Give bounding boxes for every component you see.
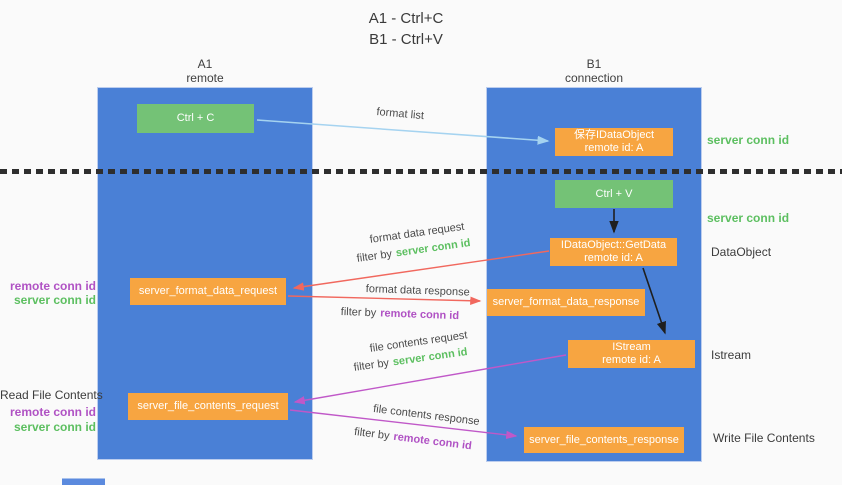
node-ctrl-v: Ctrl + V: [555, 180, 673, 208]
title-line-2: B1 - Ctrl+V: [369, 31, 443, 48]
node-istream-line2: remote id: A: [602, 354, 661, 366]
label-remote-conn-id-left-1: remote conn id: [9, 279, 96, 293]
label-server-conn-id-right-2: server conn id: [707, 211, 790, 225]
lane-b1-id: B1: [586, 57, 602, 71]
filter-by-text-1: filter by: [356, 248, 393, 265]
lane-header-b1: B1 connection: [544, 57, 644, 85]
node-server-file-contents-response: server_file_contents_response: [524, 427, 684, 453]
node-ctrl-c-label: Ctrl + C: [176, 112, 215, 124]
lane-a1-name: remote: [186, 71, 224, 85]
lane-a1-id: A1: [197, 57, 213, 71]
node-save-dataobject-line2: remote id: A: [584, 142, 644, 154]
filter-by-text-2: filter by: [340, 306, 377, 320]
node-server-format-data-request: server_format_data_request: [130, 278, 286, 305]
filter-remote-conn-id-2: remote conn id: [392, 430, 473, 453]
diagram-title: A1 - Ctrl+C B1 - Ctrl+V: [256, 8, 556, 50]
node-file-request-label: server_file_contents_request: [137, 400, 279, 412]
phase-separator-dotted-line: [0, 169, 842, 174]
edge-label-file-contents-response: file contents response: [372, 403, 481, 428]
label-server-conn-id-left-1: server conn id: [13, 293, 96, 307]
node-idataobject-getdata: IDataObject::GetData remote id: A: [550, 238, 677, 266]
label-remote-conn-id-left-2: remote conn id: [9, 405, 96, 419]
edge-label-format-list: format list: [375, 106, 425, 123]
node-istream: IStream remote id: A: [568, 340, 695, 368]
lane-header-a1: A1 remote: [155, 57, 255, 85]
label-dataobject: DataObject: [711, 245, 772, 259]
node-file-response-label: server_file_contents_response: [529, 433, 679, 446]
node-save-dataobject-line1: 保存IDataObject: [573, 129, 655, 141]
filter-by-text-4: filter by: [353, 426, 391, 443]
node-ctrl-v-label: Ctrl + V: [595, 187, 633, 200]
node-ctrl-c: Ctrl + C: [137, 104, 254, 133]
node-server-file-contents-request: server_file_contents_request: [128, 393, 288, 420]
label-server-conn-id-right-1: server conn id: [707, 133, 790, 147]
node-format-response-label: server_format_data_response: [492, 296, 640, 308]
lane-b1-name: connection: [564, 71, 624, 85]
label-server-conn-id-left-2: server conn id: [13, 420, 96, 434]
edge-label-format-data-response: format data response: [365, 283, 470, 299]
node-getdata-line1: IDataObject::GetData: [560, 239, 667, 251]
node-getdata-line2: remote id: A: [584, 252, 643, 264]
title-line-1: A1 - Ctrl+C: [368, 10, 444, 27]
bottom-left-blue-artifact: [62, 478, 105, 485]
label-istream: Istream: [711, 348, 752, 362]
filter-remote-conn-id-1: remote conn id: [380, 307, 460, 323]
filter-by-text-3: filter by: [353, 357, 390, 374]
label-write-file-contents: Write File Contents: [713, 431, 815, 445]
node-save-dataobject: 保存IDataObject remote id: A: [555, 128, 673, 156]
node-server-format-data-response: server_format_data_response: [487, 289, 645, 316]
node-istream-line1: IStream: [612, 341, 651, 353]
node-format-request-label: server_format_data_request: [138, 285, 278, 297]
label-read-file-contents: Read File Contents: [0, 388, 103, 402]
